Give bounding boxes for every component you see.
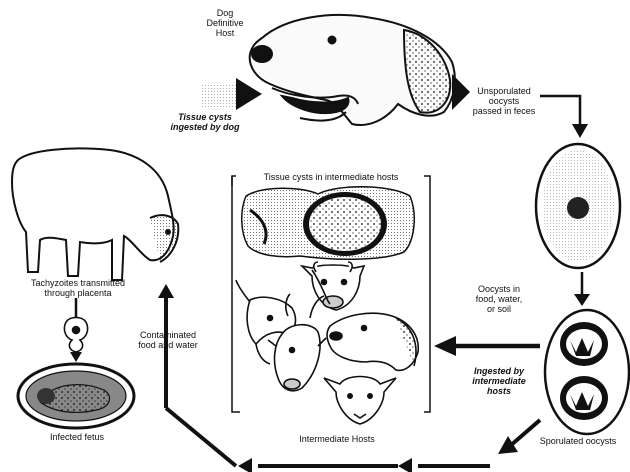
tissue-cysts-ingested-label: Tissue cysts ingested by dog: [160, 112, 250, 132]
cyst-texture-icon: [200, 84, 240, 108]
placenta-icon: [64, 318, 87, 353]
ingested-intermediate-label: Ingested by intermediate hosts: [462, 366, 536, 396]
oocysts-food-label: Oocysts in food, water, or soil: [464, 284, 534, 314]
infected-fetus-label: Infected fetus: [22, 432, 132, 442]
arrow-icon: [398, 458, 412, 472]
arrow-icon: [434, 336, 456, 356]
unsporulated-oocysts-label: Unsporulated oocysts passed in feces: [464, 86, 544, 116]
arrow-icon: [572, 124, 588, 138]
dog-host-label: Dog Definitive Host: [190, 8, 260, 38]
tachyzoites-label: Tachyzoites transmitted through placenta: [8, 278, 148, 298]
sheep-head-icon: [324, 377, 396, 425]
arrow-icon: [236, 78, 262, 110]
tissue-cysts-intermediate-label: Tissue cysts in intermediate hosts: [236, 172, 426, 182]
unsporulated-oocyst-icon: [536, 144, 620, 268]
arrow-icon: [498, 436, 518, 454]
arrow-icon: [574, 294, 590, 306]
dog-head-icon: [250, 15, 455, 125]
intermediate-hosts-label: Intermediate Hosts: [262, 434, 412, 444]
arrow-icon: [238, 458, 252, 472]
contaminated-label: Contaminated food and water: [118, 330, 218, 350]
tissue-cyst-icon: [242, 187, 415, 260]
sheep-icon: [12, 148, 178, 280]
arrow-icon: [158, 284, 174, 298]
fetus-icon: [18, 364, 134, 428]
sporulated-oocyst-icon: [545, 310, 629, 434]
sporulated-oocysts-label: Sporulated oocysts: [528, 436, 628, 446]
arrow-icon: [540, 96, 580, 126]
cow-head-icon: [302, 262, 364, 310]
dog-head-small-icon: [327, 313, 418, 370]
arrow-icon: [70, 352, 82, 362]
